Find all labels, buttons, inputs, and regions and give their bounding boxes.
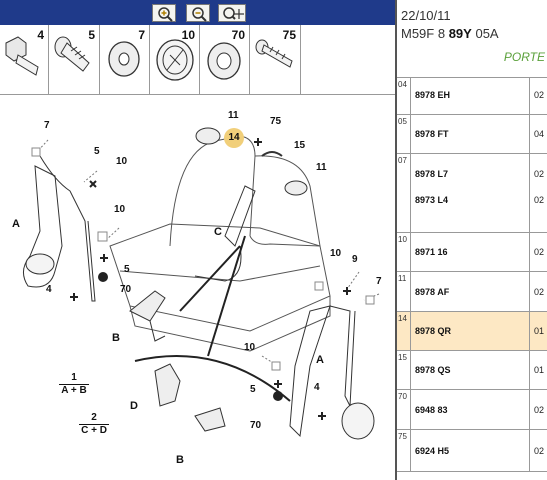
hardware-cell[interactable]: 5 <box>49 25 100 94</box>
legend-group-2: 2 C + D <box>76 412 112 436</box>
parts-row[interactable]: 04 8978 EH 02 <box>397 78 547 115</box>
callout-5[interactable]: 5 <box>94 146 100 157</box>
callout-7[interactable]: 7 <box>376 276 382 287</box>
callout-10[interactable]: 10 <box>116 156 128 167</box>
label-d: D <box>130 400 138 412</box>
zoom-out-button[interactable] <box>186 4 210 22</box>
callout-11[interactable]: 11 <box>316 162 327 173</box>
callout-9[interactable]: 9 <box>352 254 358 265</box>
callout-70[interactable]: 70 <box>120 284 132 295</box>
callout-7[interactable]: 7 <box>44 120 50 131</box>
callout-5[interactable]: 5 <box>250 384 256 395</box>
hardware-strip: 4 5 7 10 70 <box>0 25 395 95</box>
exploded-view-drawing: 7 5 10 10 5 70 4 11 14 75 15 11 10 9 7 1… <box>0 96 395 480</box>
hardware-number: 10 <box>181 28 195 42</box>
parts-row[interactable]: 05 8978 FT 04 <box>397 115 547 154</box>
parts-row[interactable]: 10 8971 16 02 <box>397 233 547 272</box>
callout-5[interactable]: 5 <box>124 264 130 275</box>
hardware-cell[interactable]: 4 <box>0 25 49 94</box>
viewer-toolbar <box>0 0 395 25</box>
parts-panel: 22/10/11 M59F 8 89Y 05A PORTE 04 8978 EH… <box>397 0 547 480</box>
label-b: B <box>112 332 120 344</box>
callout-10[interactable]: 10 <box>244 342 256 353</box>
anchor-bolt-icon <box>54 36 90 72</box>
callout-15[interactable]: 15 <box>294 140 306 151</box>
zoom-in-button[interactable] <box>152 4 176 22</box>
hardware-number: 4 <box>37 28 44 42</box>
magnifier-minus-icon <box>192 7 207 22</box>
callout-75[interactable]: 75 <box>270 116 282 127</box>
pane-divider[interactable] <box>395 0 397 480</box>
seat-belt-diagram <box>23 127 380 440</box>
hardware-cell[interactable]: 75 <box>250 25 301 94</box>
callout-70[interactable]: 70 <box>250 420 262 431</box>
callout-11[interactable]: 11 <box>228 110 239 121</box>
hardware-cell[interactable]: 10 <box>150 25 200 94</box>
hardware-cell[interactable]: 7 <box>100 25 150 94</box>
magnifier-move-icon <box>223 7 244 20</box>
callout-4[interactable]: 4 <box>314 382 320 393</box>
vehicle-reference: M59F 8 89Y 05A <box>401 26 499 41</box>
panel-header: 22/10/11 M59F 8 89Y 05A PORTE <box>397 0 547 78</box>
callout-10[interactable]: 10 <box>330 248 342 259</box>
hardware-cell[interactable]: 70 <box>200 25 250 94</box>
label-a: A <box>12 218 20 230</box>
hardware-number: 70 <box>231 28 245 42</box>
callout-10[interactable]: 10 <box>114 204 126 215</box>
hardware-number: 7 <box>138 28 145 42</box>
screw-icon <box>255 39 293 68</box>
label-a: A <box>316 354 324 366</box>
label-c: C <box>214 226 222 238</box>
washer-icon <box>108 41 140 77</box>
parts-row-selected[interactable]: 14 8978 QR 01 <box>397 312 547 351</box>
parts-row[interactable]: 11 8978 AF 02 <box>397 272 547 312</box>
hardware-number: 5 <box>88 28 95 42</box>
bolt-icon <box>5 36 39 76</box>
parts-row[interactable]: 07 8978 L7 8973 L4 02 02 <box>397 154 547 233</box>
column-header-porte: PORTE <box>503 50 545 64</box>
parts-row[interactable]: 75 6924 H5 02 <box>397 430 547 472</box>
plug-cap-icon <box>156 39 194 81</box>
callout-14[interactable]: 14 <box>224 128 244 148</box>
parts-row[interactable]: 70 6948 83 02 <box>397 390 547 430</box>
magnifier-plus-icon <box>158 7 173 22</box>
flat-washer-icon <box>207 42 241 80</box>
label-b: B <box>176 454 184 466</box>
catalog-date: 22/10/11 <box>401 8 451 23</box>
hardware-number: 75 <box>282 28 296 42</box>
callout-4[interactable]: 4 <box>46 284 52 295</box>
legend-group-1: 1 A + B <box>56 372 92 396</box>
pan-button[interactable] <box>218 4 246 22</box>
parts-row[interactable]: 15 8978 QS 01 <box>397 351 547 390</box>
